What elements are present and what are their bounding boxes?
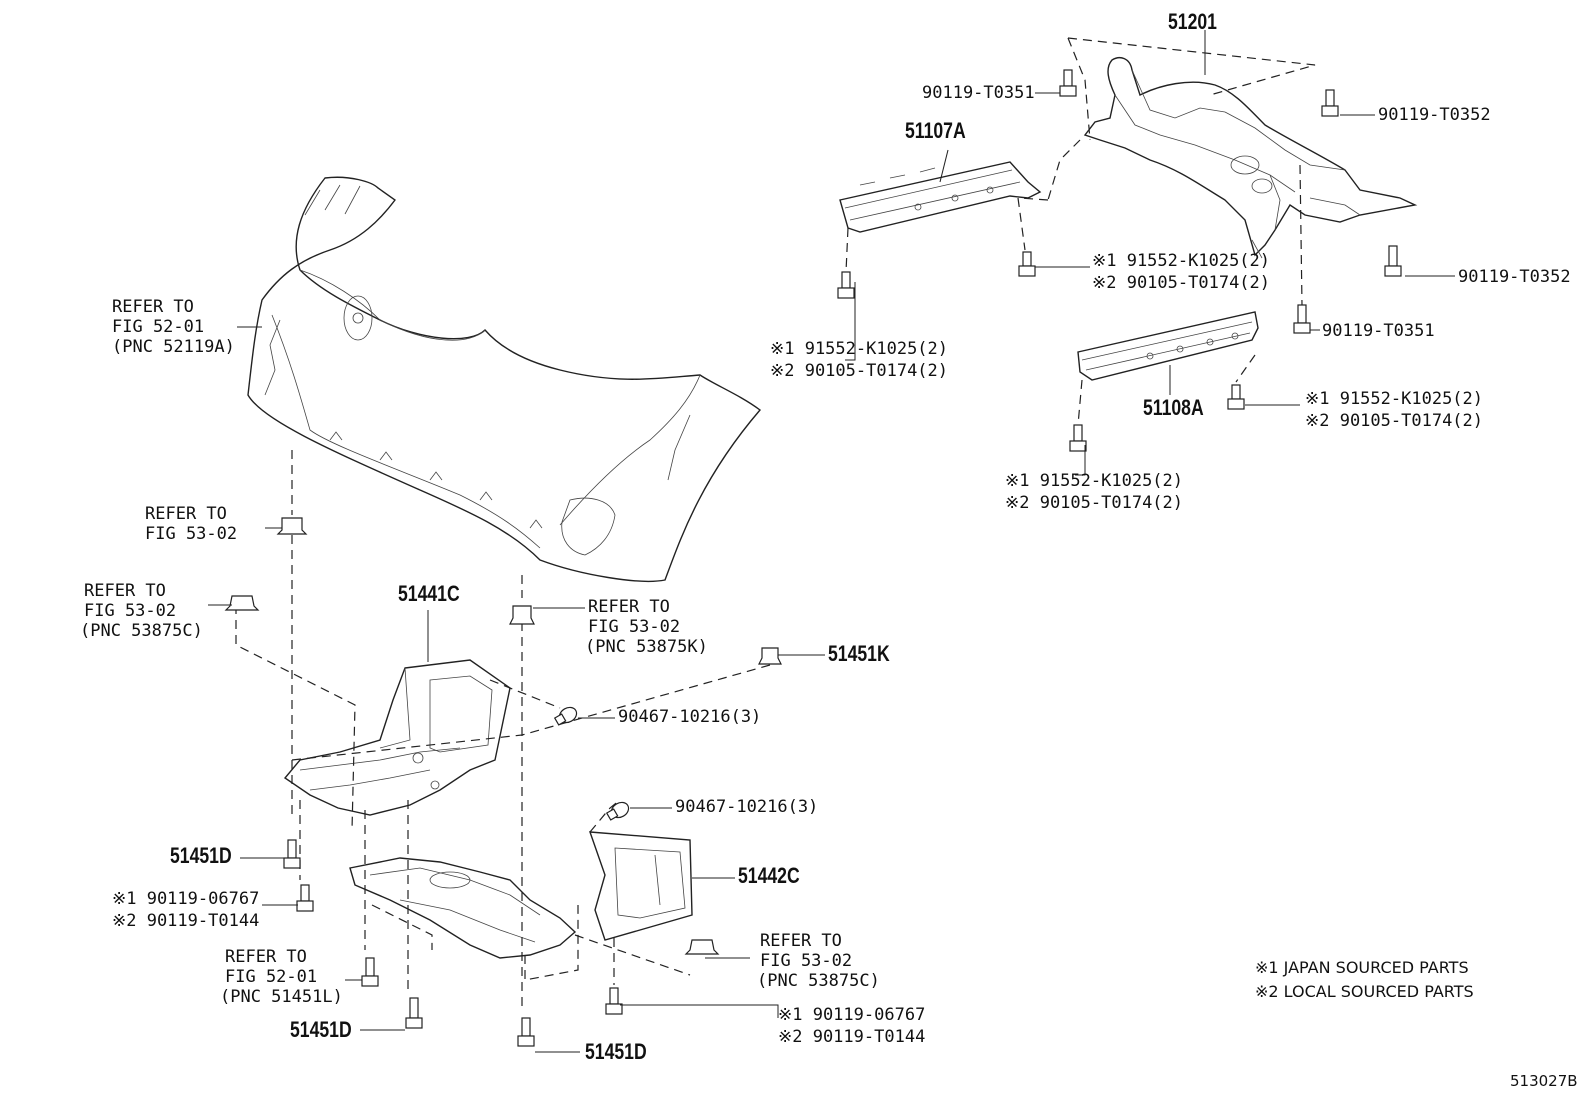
ref-bumper-line3[interactable]: (PNC 52119A) xyxy=(112,337,235,357)
figure-code: 513027B xyxy=(1510,1072,1578,1090)
ref-clip4-line2[interactable]: FIG 53-02 xyxy=(760,951,853,971)
screw-icon xyxy=(605,801,630,821)
bolt-icon xyxy=(1069,424,1087,452)
bolt-label-06767-left-2[interactable]: ※2 90119-T0144 xyxy=(112,911,260,931)
ref-clip4-line1[interactable]: REFER TO xyxy=(760,931,842,951)
part-number-51451d-left[interactable]: 51451D xyxy=(170,843,232,868)
ref-bumper-line2[interactable]: FIG 52-01 xyxy=(112,317,205,337)
ref-clip3-line3[interactable]: (PNC 53875K) xyxy=(585,637,708,657)
bolt-label-lower-2[interactable]: ※2 90105-T0174(2) xyxy=(1005,493,1184,513)
clip-icon xyxy=(276,517,308,535)
ref-clip1-line1[interactable]: REFER TO xyxy=(145,504,227,524)
screw-icon xyxy=(553,706,578,726)
bolt-label-06767-right-1[interactable]: ※1 90119-06767 xyxy=(778,1005,926,1025)
ref-clip2-line3[interactable]: (PNC 53875C) xyxy=(80,621,203,641)
bolt-label-left-2[interactable]: ※2 90105-T0174(2) xyxy=(770,361,949,381)
bolt-icon xyxy=(283,839,301,869)
bolt-label-t0351-right[interactable]: 90119-T0351 xyxy=(1322,321,1435,341)
bolt-label-mid-2[interactable]: ※2 90105-T0174(2) xyxy=(1092,273,1271,293)
part-number-51451d-mid[interactable]: 51451D xyxy=(290,1017,352,1042)
screw-label-upper[interactable]: 90467-10216(3) xyxy=(618,707,762,727)
bolt-icon xyxy=(1321,89,1339,117)
bolt-label-lower-1[interactable]: ※1 91552-K1025(2) xyxy=(1005,471,1184,491)
bolt-icon xyxy=(605,987,623,1015)
bracket-51107a[interactable] xyxy=(839,161,1042,233)
bolt-icon xyxy=(1293,304,1311,334)
bolt-label-t0352-right[interactable]: 90119-T0352 xyxy=(1458,267,1571,287)
bolt-icon xyxy=(517,1017,535,1047)
part-number-51451k[interactable]: 51451K xyxy=(828,641,890,666)
bolt-icon xyxy=(296,884,314,912)
legend-japan-sourced: ※1 JAPAN SOURCED PARTS xyxy=(1255,958,1469,977)
bolt-label-right-2[interactable]: ※2 90105-T0174(2) xyxy=(1305,411,1484,431)
ref-clip3-line2[interactable]: FIG 53-02 xyxy=(588,617,681,637)
legend-local-sourced: ※2 LOCAL SOURCED PARTS xyxy=(1255,982,1474,1001)
part-number-51201[interactable]: 51201 xyxy=(1168,9,1217,34)
leader-lines xyxy=(208,30,1455,1053)
clip-icon xyxy=(758,647,782,665)
part-number-51442c[interactable]: 51442C xyxy=(738,863,800,888)
bolt-icon xyxy=(1384,245,1402,277)
fasteners xyxy=(224,69,1402,1047)
bolt-label-t0351-top[interactable]: 90119-T0351 xyxy=(922,83,1035,103)
suspension-crossmember-51201[interactable] xyxy=(1083,57,1418,259)
ref-clip3-line1[interactable]: REFER TO xyxy=(588,597,670,617)
bolt-icon xyxy=(1227,384,1245,410)
part-number-51451d-bottom[interactable]: 51451D xyxy=(585,1039,647,1064)
bolt-label-mid-1[interactable]: ※1 91552-K1025(2) xyxy=(1092,251,1271,271)
clip-icon xyxy=(684,939,720,955)
under-cover-51442c[interactable] xyxy=(349,831,693,959)
ref-51451l-line3[interactable]: (PNC 51451L) xyxy=(220,987,343,1007)
ref-clip1-line2[interactable]: FIG 53-02 xyxy=(145,524,238,544)
front-bumper-cover[interactable] xyxy=(247,176,762,582)
bolt-label-06767-right-2[interactable]: ※2 90119-T0144 xyxy=(778,1027,926,1047)
bolt-label-left-1[interactable]: ※1 91552-K1025(2) xyxy=(770,339,949,359)
bracket-51108a[interactable] xyxy=(1077,311,1259,381)
part-number-51441c[interactable]: 51441C xyxy=(398,581,460,606)
bolt-icon xyxy=(1059,69,1077,97)
ref-51451l-line2[interactable]: FIG 52-01 xyxy=(225,967,318,987)
ref-clip4-line3[interactable]: (PNC 53875C) xyxy=(757,971,880,991)
bolt-label-right-1[interactable]: ※1 91552-K1025(2) xyxy=(1305,389,1484,409)
ref-bumper-line1[interactable]: REFER TO xyxy=(112,297,194,317)
screw-label-lower[interactable]: 90467-10216(3) xyxy=(675,797,819,817)
ref-51451l-line1[interactable]: REFER TO xyxy=(225,947,307,967)
ref-clip2-line2[interactable]: FIG 53-02 xyxy=(84,601,177,621)
assembly-dashed-lines xyxy=(235,37,1316,1010)
part-number-51107a[interactable]: 51107A xyxy=(905,118,966,143)
clip-icon xyxy=(224,595,260,611)
part-number-51108a[interactable]: 51108A xyxy=(1143,395,1204,420)
under-cover-51441c[interactable] xyxy=(283,659,511,816)
bolt-icon xyxy=(361,957,379,987)
bolt-icon xyxy=(1018,251,1036,277)
bolt-icon xyxy=(405,997,423,1029)
clip-icon xyxy=(509,605,535,625)
bolt-icon xyxy=(837,271,855,299)
ref-clip2-line1[interactable]: REFER TO xyxy=(84,581,166,601)
bolt-label-06767-left-1[interactable]: ※1 90119-06767 xyxy=(112,889,260,909)
bolt-label-t0352-top[interactable]: 90119-T0352 xyxy=(1378,105,1491,125)
